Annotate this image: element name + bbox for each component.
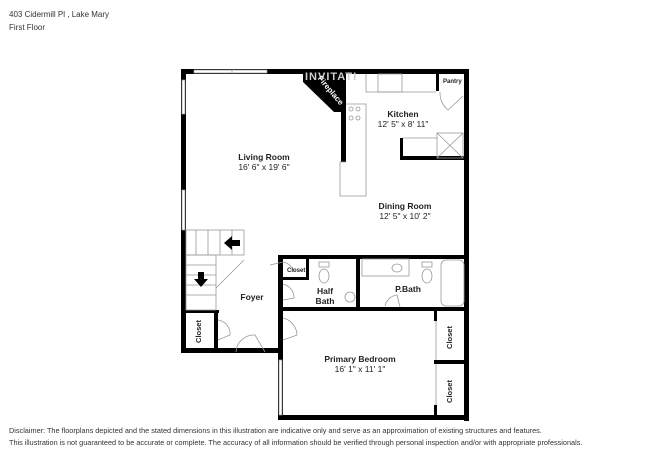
primary-bedroom-name: Primary Bedroom [324,354,396,364]
primary-bedroom-label: Primary Bedroom 16' 1" x 11' 1" [324,354,395,374]
closet-bedroom-top-label: Closet [444,326,454,349]
watermark: INVITATI [305,71,358,83]
half-bath-label: Half Bath [316,286,335,306]
disclaimer-line2: This illustration is not guaranteed to b… [9,438,583,447]
dining-room-dims: 12' 5" x 10' 2" [379,211,431,221]
p-bath-label: P.Bath [395,284,421,294]
living-room-dims: 16' 6" x 19' 6" [238,162,290,172]
p-bath-name: P.Bath [395,284,421,294]
floor-label: First Floor [9,23,45,32]
kitchen-name: Kitchen [387,109,419,119]
closet-foyer-left-label: Closet [193,320,203,343]
closet-bedroom-bottom-label: Closet [444,380,454,403]
dining-room-label: Dining Room 12' 5" x 10' 2" [379,201,432,221]
foyer-label: Foyer [240,292,263,302]
closet-foyer-small-label: Closet [287,268,306,274]
primary-bedroom-dims: 16' 1" x 11' 1" [334,364,386,374]
living-room-name: Living Room [238,152,290,162]
property-address: 403 Cidermill Pl , Lake Mary [9,10,110,19]
dining-room-name: Dining Room [378,201,432,211]
half-bath-line2: Bath [315,296,335,306]
half-bath-line1: Half [316,286,334,296]
foyer-name: Foyer [240,292,264,302]
kitchen-dims: 12' 5" x 8' 11" [377,119,429,129]
pantry-label: Pantry [443,79,462,85]
disclaimer-line1: Disclaimer: The floorplans depicted and … [9,426,542,435]
kitchen-label: Kitchen 12' 5" x 8' 11" [378,109,429,129]
living-room-label: Living Room 16' 6" x 19' 6" [238,152,289,172]
